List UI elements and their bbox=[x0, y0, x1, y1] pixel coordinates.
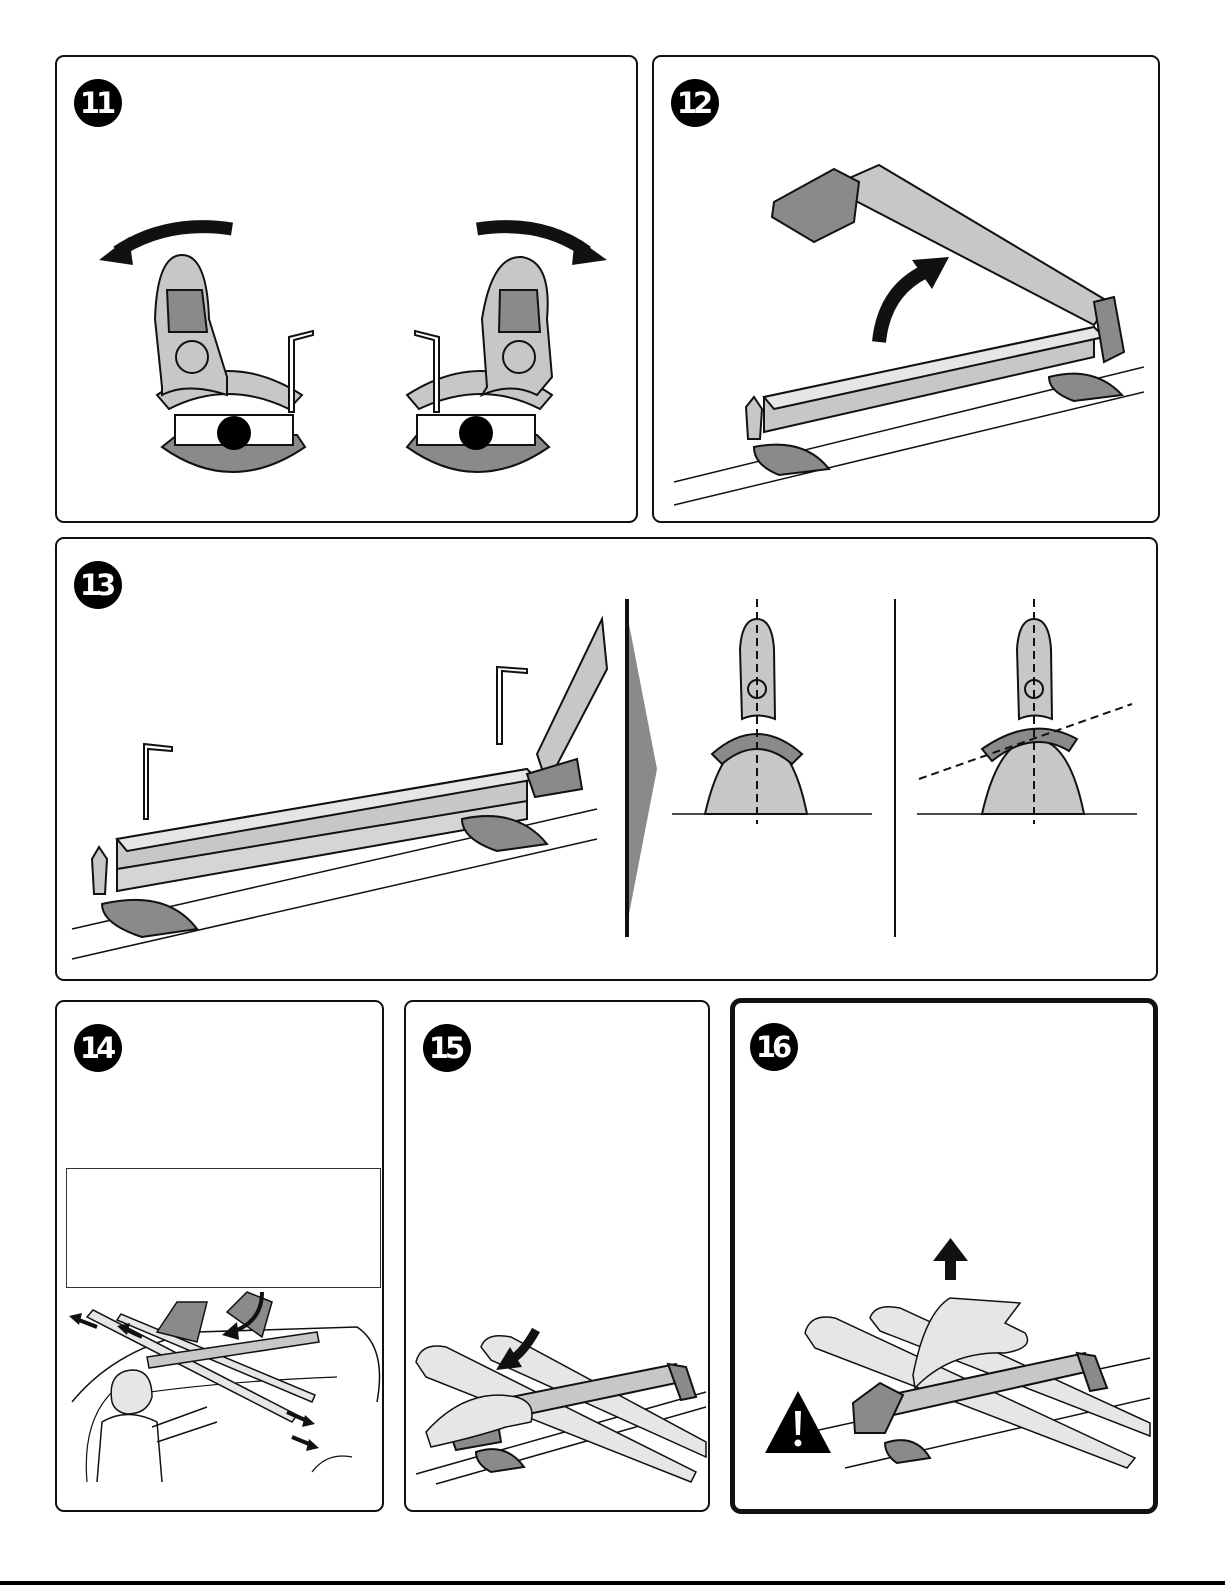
step-13-illustration bbox=[57, 539, 1160, 983]
step-14-panel: 14 bbox=[55, 1000, 384, 1512]
step-12-illustration bbox=[654, 57, 1162, 525]
warning-triangle-icon bbox=[765, 1391, 831, 1453]
step-16-illustration bbox=[735, 1003, 1163, 1519]
step-16-panel: 16 bbox=[730, 998, 1158, 1514]
clamp-right-figure bbox=[407, 257, 552, 472]
step-11-illustration bbox=[57, 57, 640, 525]
step-11-panel: 11 bbox=[55, 55, 638, 523]
allen-key-icon bbox=[497, 667, 527, 744]
step-12-panel: 12 bbox=[652, 55, 1160, 523]
curved-arrow-icon bbox=[99, 227, 232, 265]
curved-arrow-icon bbox=[879, 257, 949, 342]
allen-key-icon bbox=[289, 331, 313, 412]
curved-arrow-icon bbox=[477, 227, 607, 265]
arrow-up-icon bbox=[933, 1238, 968, 1585]
step-13-panel: 13 bbox=[55, 537, 1158, 981]
page-bottom-rule bbox=[0, 1581, 1225, 1585]
alignment-correct-figure bbox=[672, 599, 872, 824]
step-15-panel: 15 bbox=[404, 1000, 710, 1512]
step-15-illustration bbox=[406, 1002, 712, 1514]
clamp-left-figure bbox=[155, 255, 305, 472]
step-14-illustration bbox=[57, 1002, 386, 1514]
allen-key-icon bbox=[144, 744, 172, 819]
alignment-incorrect-figure bbox=[917, 599, 1137, 824]
